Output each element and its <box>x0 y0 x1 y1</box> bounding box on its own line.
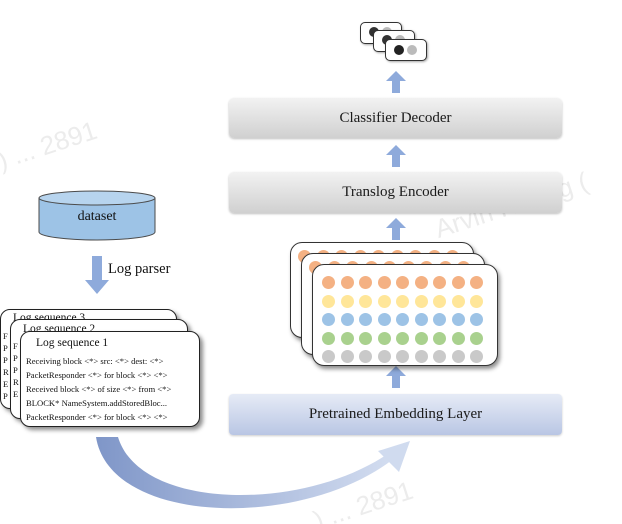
embedding-dot <box>340 331 354 345</box>
class-card-front <box>385 39 427 61</box>
embedding-layer-box: Pretrained Embedding Layer <box>229 394 562 435</box>
embedding-dot <box>322 294 335 308</box>
embedding-dot <box>470 294 483 308</box>
embedding-dot <box>414 313 428 326</box>
log-sequence-1-card: Log sequence 1 Receiving block <*> src: … <box>20 331 200 427</box>
embedding-dot <box>396 350 409 363</box>
log-line-partial: P <box>3 391 8 401</box>
embedding-dot <box>414 331 428 345</box>
log-line: Receiving block <*> src: <*> dest: <*> <box>26 356 164 366</box>
arrow-up-icon <box>386 218 406 240</box>
embedding-dot <box>359 294 372 308</box>
embedding-dot <box>433 294 446 308</box>
embedding-dot <box>451 350 465 363</box>
log-line-partial: F <box>3 331 8 341</box>
embedding-dot <box>396 331 409 345</box>
log-line: PacketResponder <*> for block <*> <*> <box>26 370 168 380</box>
log-line: PacketResponder <*> for block <*> <*> <box>26 412 168 422</box>
embedding-dot <box>322 331 335 345</box>
embedding-dot <box>322 313 335 326</box>
embedding-dot <box>340 294 354 308</box>
embedding-dot <box>322 350 335 363</box>
log-line: BLOCK* NameSystem.addStoredBloc... <box>26 398 168 408</box>
embedding-dot <box>451 294 465 308</box>
log-parser-label: Log parser <box>108 261 171 277</box>
log-line-partial: R <box>3 367 9 377</box>
embedding-dot <box>396 294 409 308</box>
embedding-dot <box>340 350 354 363</box>
embedding-dot <box>433 331 446 345</box>
embedding-dot <box>433 313 446 326</box>
embedding-dot <box>451 331 465 345</box>
embedding-dot <box>414 294 428 308</box>
embedding-dot <box>359 350 372 363</box>
embedding-dot <box>414 276 428 289</box>
embedding-dot <box>377 294 391 308</box>
embedding-dot <box>451 276 465 289</box>
embedding-dot <box>377 331 391 345</box>
embedding-dot <box>340 313 354 326</box>
embedding-dot <box>322 276 335 289</box>
translog-encoder-label: Translog Encoder <box>342 184 449 200</box>
arrow-up-icon <box>386 366 406 388</box>
log-line-partial: E <box>13 389 19 399</box>
embedding-dot <box>470 313 483 326</box>
log-line-partial: R <box>13 377 19 387</box>
embedding-dot <box>396 276 409 289</box>
embedding-dot <box>377 313 391 326</box>
embedding-dot <box>396 313 409 326</box>
arrow-down-icon <box>85 256 109 294</box>
log-line-partial: P <box>13 353 18 363</box>
arrow-up-icon <box>386 145 406 167</box>
embedding-dot <box>470 276 483 289</box>
classifier-decoder-box: Classifier Decoder <box>229 98 562 138</box>
embedding-dot <box>377 350 391 363</box>
log-line-partial: P <box>3 355 8 365</box>
embedding-dot <box>340 276 354 289</box>
embedding-dot <box>359 313 372 326</box>
classifier-decoder-label: Classifier Decoder <box>339 109 452 126</box>
embedding-dot <box>470 350 483 363</box>
embedding-dot <box>451 313 465 326</box>
dataset-cylinder: dataset <box>38 190 156 242</box>
embedding-dot <box>359 331 372 345</box>
embedding-dot <box>470 331 483 345</box>
embedding-dot <box>414 350 428 363</box>
log-line-partial: E <box>3 379 9 389</box>
embedding-dot <box>359 276 372 289</box>
log-line-partial: P <box>3 343 8 353</box>
arrow-up-icon <box>386 71 406 93</box>
embedding-layer-label: Pretrained Embedding Layer <box>308 406 483 422</box>
log-line-partial: F <box>13 341 18 351</box>
embedding-dot <box>433 276 446 289</box>
embedding-dot <box>377 276 391 289</box>
log-sequence-1-title: Log sequence 1 <box>36 337 109 349</box>
embedding-dot <box>433 350 446 363</box>
translog-encoder-box: Translog Encoder <box>229 172 562 213</box>
dataset-label: dataset <box>77 209 117 224</box>
database-icon <box>38 190 156 241</box>
log-line: Received block <*> of size <*> from <*> <box>26 384 172 394</box>
log-line-partial: P <box>13 365 18 375</box>
